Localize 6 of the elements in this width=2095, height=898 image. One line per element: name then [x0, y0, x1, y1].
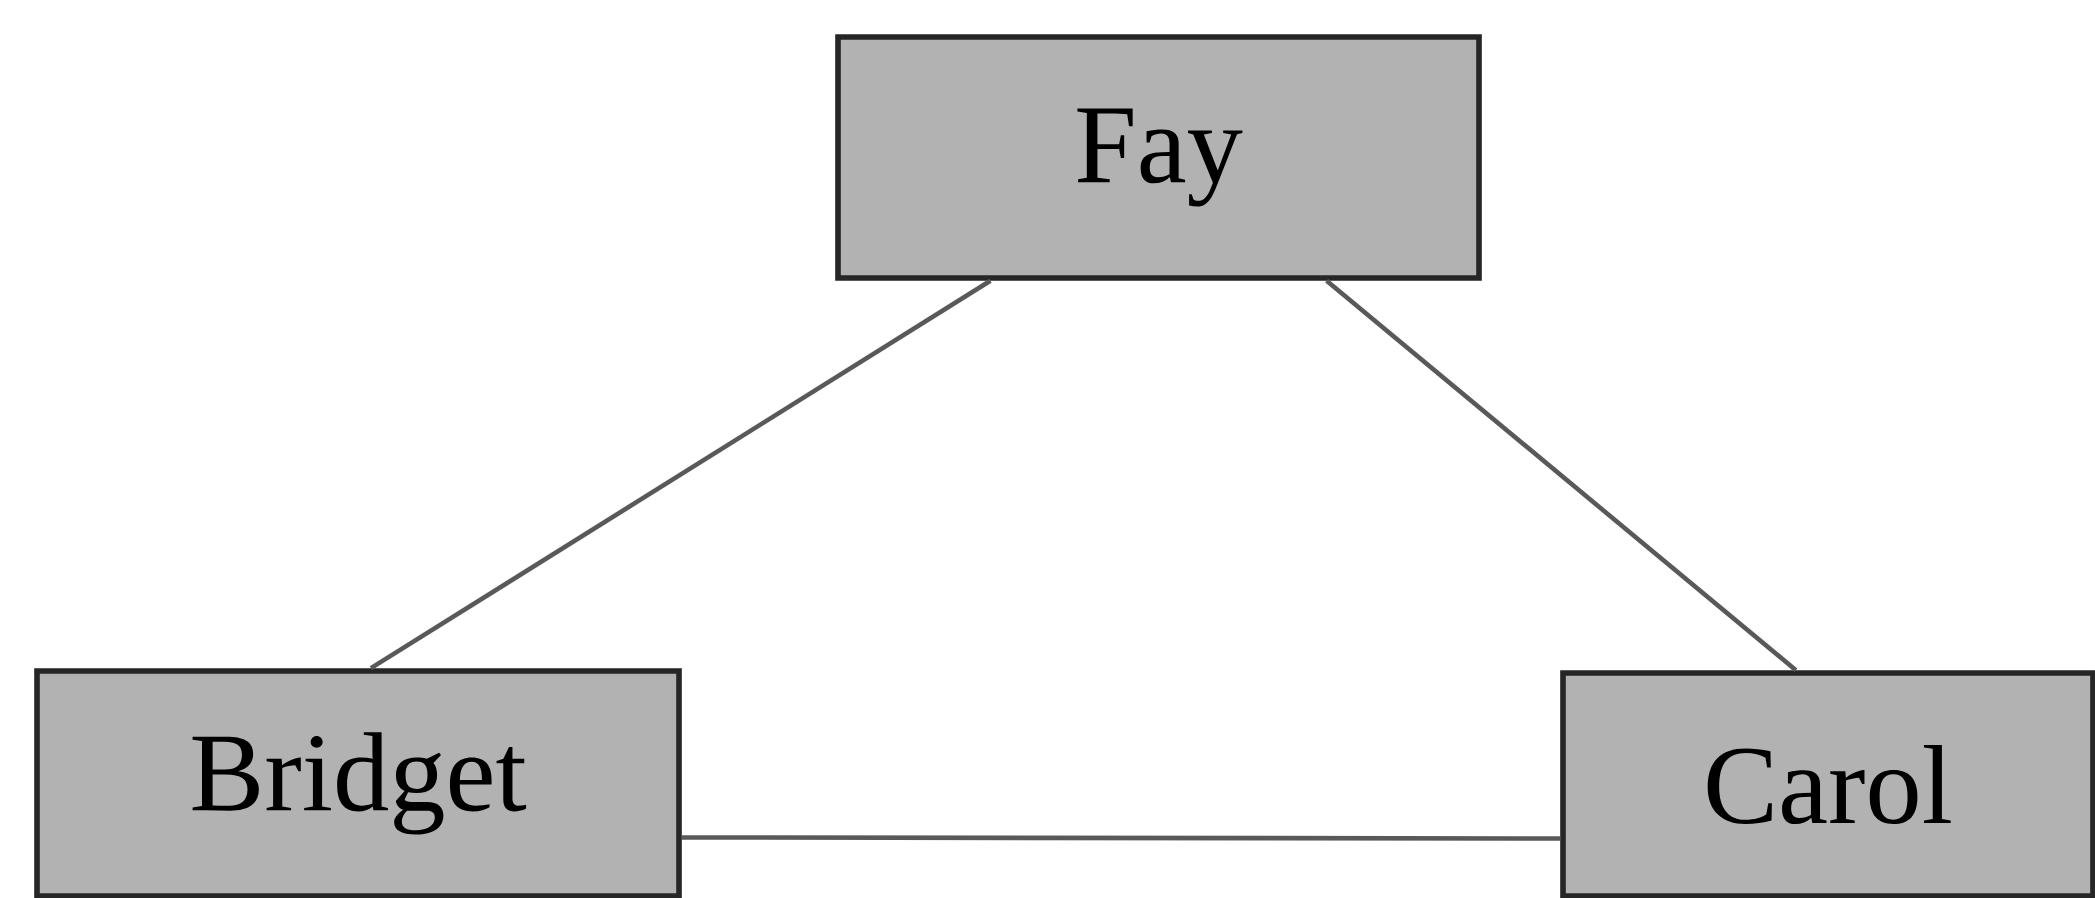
connector-line	[369, 278, 992, 671]
name-box: Fay	[835, 34, 1482, 281]
connector-line	[681, 835, 1561, 841]
name-box: Bridget	[34, 668, 682, 898]
name-box: Carol	[1560, 670, 2095, 898]
connector-line	[1325, 279, 1798, 672]
